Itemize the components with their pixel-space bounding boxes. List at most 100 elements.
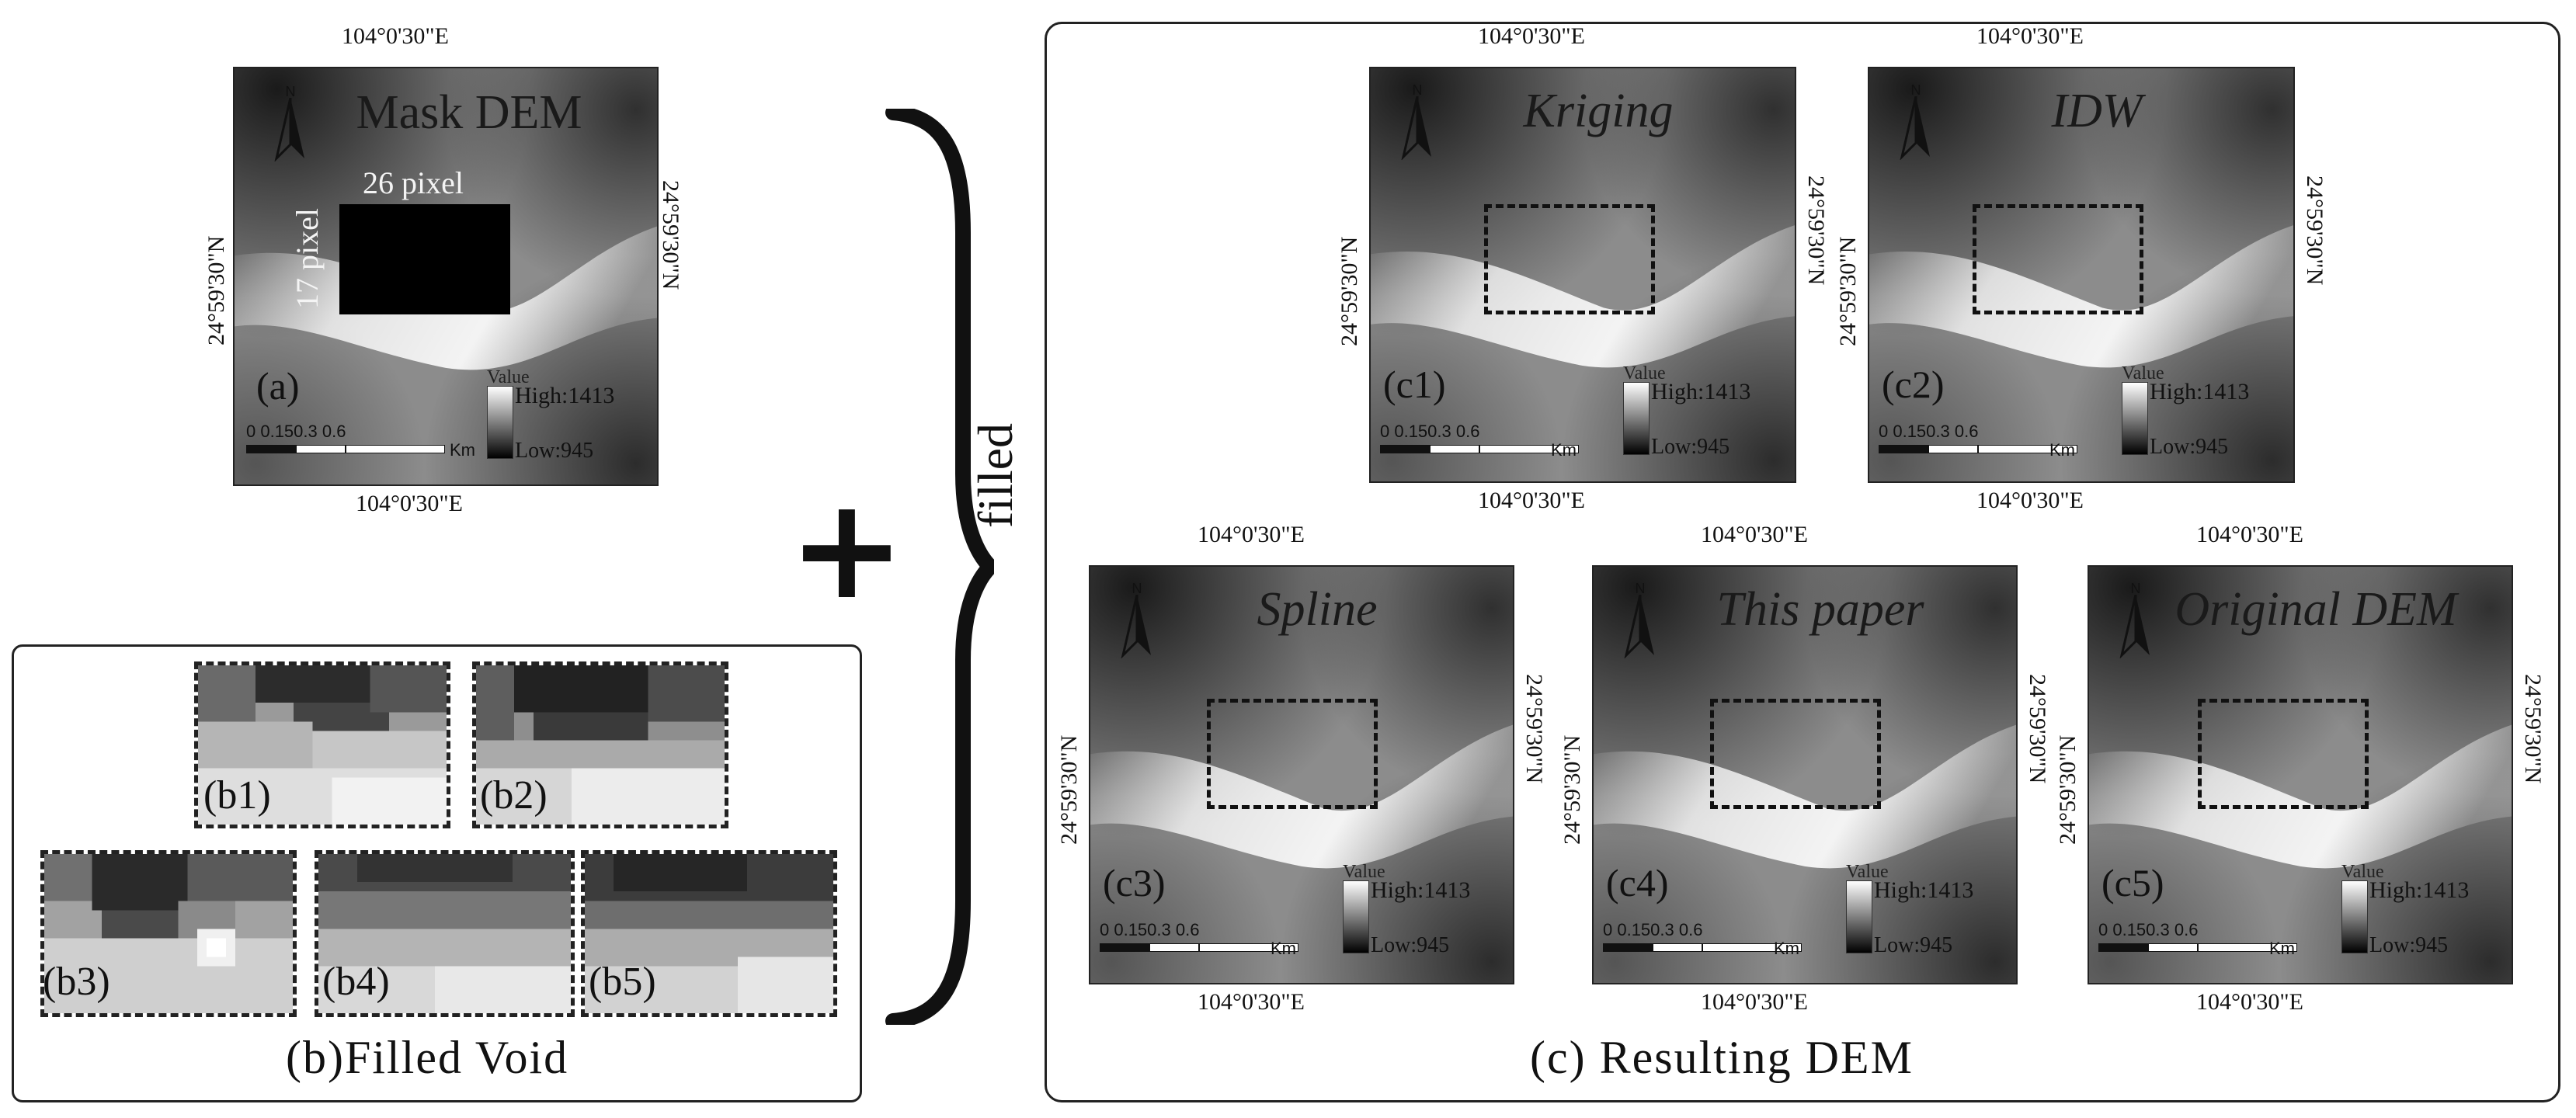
legend-title: Value <box>487 367 530 387</box>
void-outline-c5 <box>2198 699 2369 809</box>
panel-label-c2: (c2) <box>1882 363 1945 406</box>
legend-title: Value <box>1343 862 1385 882</box>
left-latitude-label-a: 24°59'30"N <box>203 235 229 345</box>
left-latitude-label-c3: 24°59'30"N <box>1056 734 1082 845</box>
elevation-legend: Value High:1413 Low:945 <box>2341 862 2489 963</box>
b4-label: (b4) <box>322 960 390 1004</box>
legend-high: High:1413 <box>1651 379 1751 404</box>
scale-unit: Km <box>1271 939 1296 958</box>
north-letter: N <box>1132 581 1142 596</box>
void-outline-c3 <box>1207 699 1378 809</box>
terrain-shading <box>1594 567 2016 983</box>
legend-ramp <box>1846 880 1872 953</box>
scale-bar: 0 0.150.3 0.6 Km <box>1100 920 1309 959</box>
scale-unit: Km <box>2049 440 2075 460</box>
top-longitude-label-c2: 104°0'30"E <box>1976 23 2084 49</box>
scale-numbers: 0 0.150.3 0.6 <box>246 422 346 441</box>
void-outline-c1 <box>1484 204 1655 314</box>
north-arrow-icon <box>274 98 304 161</box>
right-latitude-label-c4: 24°59'30"N <box>2025 674 2050 784</box>
bottom-longitude-label-c5: 104°0'30"E <box>2196 989 2303 1015</box>
filled-void-b2 <box>472 661 728 828</box>
elevation-legend: Value High:1413 Low:945 <box>487 367 634 468</box>
resulting-dem-map-c2: IDW N (c2) 0 0.150.3 0.6 Km <box>1868 67 2295 483</box>
top-longitude-label-a: 104°0'30"E <box>342 23 449 49</box>
filled-void-frame <box>12 644 862 1102</box>
right-latitude-label-a: 24°59'30"N <box>658 180 683 290</box>
filled-void-caption: (b)Filled Void <box>286 1032 569 1083</box>
resulting-dem-map-c3: Spline N (c3) 0 0.150.3 0.6 Km <box>1089 565 1514 984</box>
void-width-label: 26 pixel <box>363 165 464 200</box>
legend-title: Value <box>1846 862 1889 882</box>
b2-label: (b2) <box>480 773 548 818</box>
filled-void-b4 <box>315 850 575 1017</box>
north-arrow: N <box>1899 82 1933 160</box>
void-region <box>339 204 510 314</box>
legend-high: High:1413 <box>515 383 615 408</box>
resulting-dem-frame <box>1045 22 2560 1102</box>
legend-low: Low:945 <box>515 439 594 463</box>
left-latitude-label-c2: 24°59'30"N <box>1835 236 1861 346</box>
left-latitude-label-c5: 24°59'30"N <box>2055 734 2081 845</box>
bottom-longitude-label-c3: 104°0'30"E <box>1198 989 1305 1015</box>
panel-label-c4: (c4) <box>1606 861 1669 904</box>
bottom-longitude-label-a: 104°0'30"E <box>356 491 463 516</box>
bottom-longitude-label-c4: 104°0'30"E <box>1701 989 1808 1015</box>
legend-ramp <box>2341 880 2368 953</box>
scale-unit: Km <box>1551 440 1577 460</box>
void-height-label: 17 pixel <box>290 208 325 309</box>
legend-ramp <box>487 386 513 459</box>
right-latitude-label-c1: 24°59'30"N <box>1803 175 1829 286</box>
b1-label: (b1) <box>203 773 271 818</box>
scale-numbers: 0 0.150.3 0.6 <box>1879 422 1979 441</box>
terrain-shading <box>1090 567 1513 983</box>
scale-numbers: 0 0.150.3 0.6 <box>1603 920 1703 939</box>
north-arrow-icon <box>2119 595 2150 658</box>
north-letter: N <box>2130 581 2141 596</box>
bottom-longitude-label-c2: 104°0'30"E <box>1976 488 2084 513</box>
mask-dem-title: Mask DEM <box>356 86 582 139</box>
void-outline-c2 <box>1973 204 2143 314</box>
scale-bar: 0 0.150.3 0.6 Km <box>1603 920 1813 959</box>
b3-label: (b3) <box>43 960 110 1004</box>
north-arrow: N <box>2119 581 2153 658</box>
filled-label: filled <box>968 422 1023 528</box>
north-arrow-icon <box>1900 96 1930 160</box>
bottom-longitude-label-c1: 104°0'30"E <box>1478 488 1585 513</box>
north-arrow-icon <box>1401 96 1431 160</box>
scale-bar: 0 0.150.3 0.6 Km <box>1879 422 2088 460</box>
panel-label-c3: (c3) <box>1103 861 1166 904</box>
scale-numbers: 0 0.150.3 0.6 <box>1100 920 1200 939</box>
right-latitude-label-c5: 24°59'30"N <box>2520 674 2546 784</box>
resulting-dem-map-c5: Original DEM N (c5) 0 0.150.3 0.6 Km <box>2088 565 2513 984</box>
legend-high: High:1413 <box>2150 379 2250 404</box>
legend-low: Low:945 <box>1874 933 1953 957</box>
map-title-c1: Kriging <box>1523 85 1674 137</box>
legend-title: Value <box>2122 363 2164 384</box>
north-arrow-icon <box>1121 595 1151 658</box>
north-letter: N <box>285 84 296 99</box>
mask-dem-map: Mask DEM N 26 pixel 17 pixel (a) 0 0.150… <box>233 67 659 486</box>
legend-title: Value <box>2341 862 2384 882</box>
north-letter: N <box>1412 82 1423 98</box>
top-longitude-label-c4: 104°0'30"E <box>1701 522 1808 547</box>
north-arrow: N <box>1400 82 1434 160</box>
north-letter: N <box>1910 82 1921 98</box>
legend-high: High:1413 <box>1371 877 1471 903</box>
pixel-grid-b5 <box>585 854 833 1013</box>
panel-label-c1: (c1) <box>1383 363 1446 406</box>
scale-bar: 0 0.150.3 0.6 Km <box>1380 422 1590 460</box>
elevation-legend: Value High:1413 Low:945 <box>1343 862 1490 963</box>
map-title-c4: This paper <box>1716 583 1924 636</box>
legend-low: Low:945 <box>1651 435 1730 459</box>
scale-unit: Km <box>2269 939 2295 958</box>
plus-sign: + <box>788 468 906 630</box>
curly-brace <box>885 109 994 1025</box>
left-latitude-label-c1: 24°59'30"N <box>1337 236 1362 346</box>
pixel-grid-b3 <box>44 854 293 1013</box>
legend-title: Value <box>1623 363 1666 384</box>
legend-high: High:1413 <box>1874 877 1974 903</box>
scale-unit: Km <box>1774 939 1799 958</box>
legend-low: Low:945 <box>2369 933 2449 957</box>
filled-void-b5 <box>581 850 837 1017</box>
